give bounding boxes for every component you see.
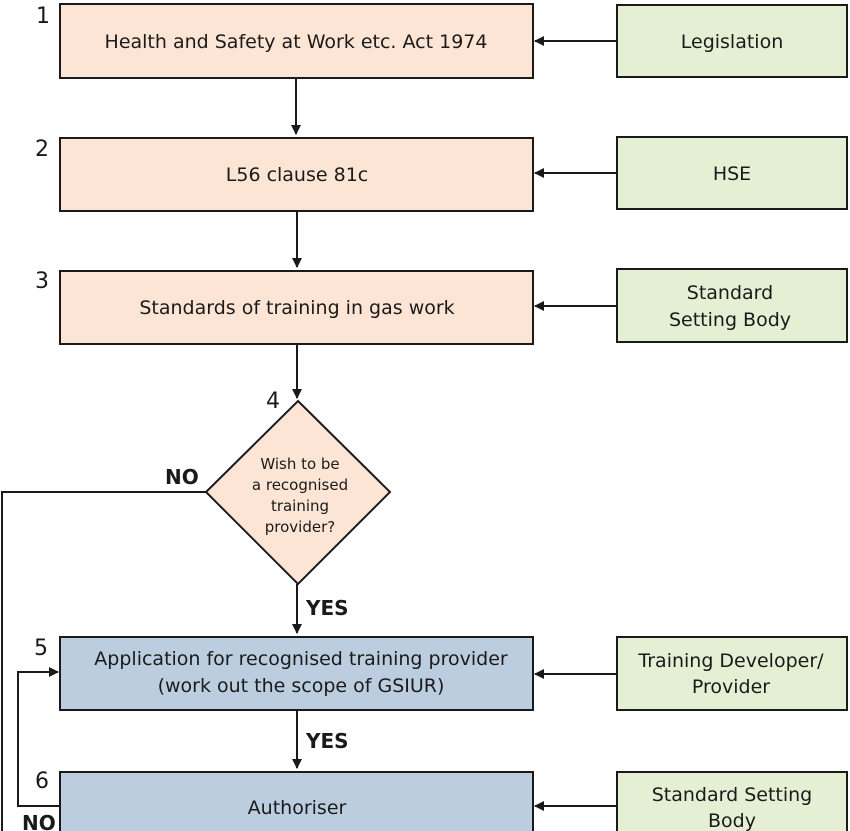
step-1-number: 1 [36, 4, 50, 29]
connectors [1, 36, 617, 831]
step-6-number: 6 [35, 769, 49, 794]
source-standard-setting-body-box [616, 268, 848, 343]
branch-labels: NO YES YES NO [22, 465, 349, 831]
source-boxes [616, 4, 848, 831]
decision-label-line-1: Wish to be [260, 455, 339, 473]
source-standard-setting-body-line-2: Setting Body [669, 309, 791, 331]
decision-label-line-3: training [271, 497, 329, 515]
step-5-number: 5 [34, 636, 48, 661]
source-standard-setting-body-line-1: Standard [687, 282, 773, 304]
source-training-developer-line-1: Training Developer/ [637, 650, 824, 672]
arrow-step-6-loop-back-to-step-5 [17, 667, 60, 807]
step-6-label: Authoriser [248, 797, 347, 819]
step-5-label-line-2: (work out the scope of GSIUR) [158, 675, 445, 697]
source-hse-box [616, 136, 848, 210]
decision-labels: Wish to be a recognised training provide… [252, 455, 348, 536]
decision-number: 4 [266, 389, 280, 414]
source-legislation-label: Legislation [681, 31, 784, 53]
step-labels: Health and Safety at Work etc. Act 1974 … [94, 31, 508, 819]
step-3-label: Standards of training in gas work [139, 297, 454, 319]
step-5-box [59, 636, 534, 711]
decision-label-line-2: a recognised [252, 476, 348, 494]
step-2-label: L56 clause 81c [226, 164, 368, 186]
application-yes-label: YES [305, 729, 349, 753]
decision-no-label: NO [165, 465, 199, 489]
source-standard-setting-body-2-line-2: Body [708, 810, 756, 831]
step-2-number: 2 [35, 137, 49, 162]
process-boxes [59, 3, 534, 831]
step-2-box [59, 137, 534, 212]
line-decision-no-branch [1, 491, 207, 831]
step-3-number: 3 [35, 269, 49, 294]
source-training-developer-line-2: Provider [692, 676, 770, 698]
step-numbers: 1 2 3 4 5 6 [34, 4, 280, 794]
decision-label-line-4: provider? [265, 518, 335, 536]
source-hse-label: HSE [713, 163, 751, 185]
source-standard-setting-body-2-box [616, 771, 848, 831]
source-labels: Legislation HSE Standard Setting Body Tr… [637, 31, 824, 831]
step-1-box [59, 3, 534, 79]
step-5-label-line-1: Application for recognised training prov… [94, 648, 508, 670]
source-standard-setting-body-2-line-1: Standard Setting [652, 784, 813, 806]
step-6-box [59, 771, 534, 831]
source-training-developer-box [616, 636, 848, 711]
decision-yes-label: YES [305, 596, 349, 620]
source-legislation-box [616, 4, 848, 78]
step-3-box [59, 270, 534, 345]
authoriser-no-label: NO [22, 811, 56, 831]
step-1-label: Health and Safety at Work etc. Act 1974 [105, 31, 488, 53]
decision-diamond [204, 399, 392, 586]
